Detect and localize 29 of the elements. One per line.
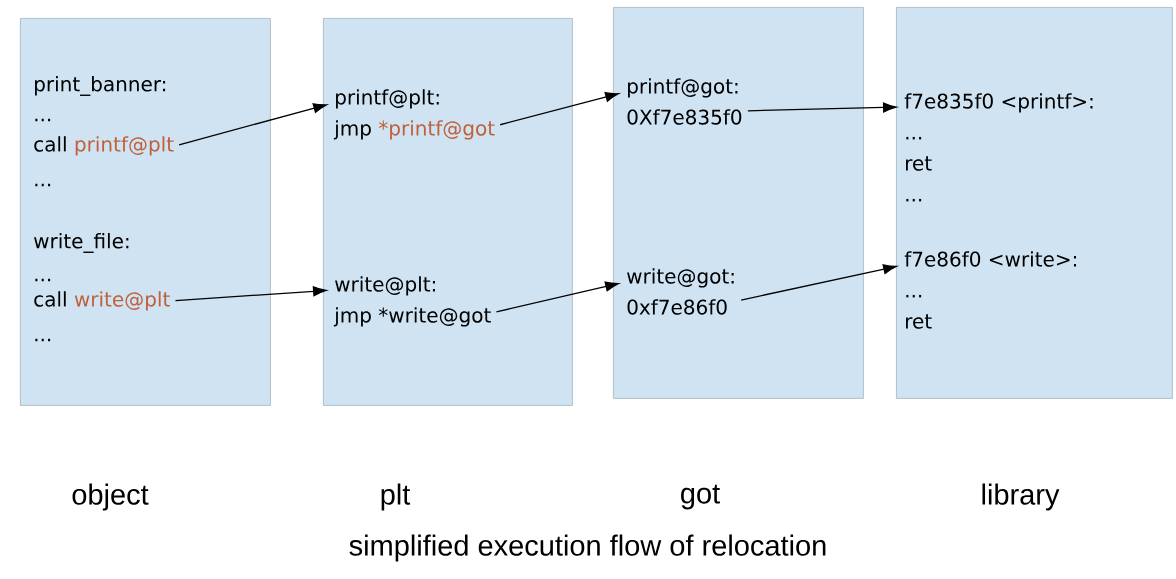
- column-box: [323, 18, 573, 406]
- arrow: [495, 281, 619, 313]
- code-text: printf@plt: jmp *printf@got: [333, 89, 495, 140]
- code-text: printf@got: 0Xf7e835f0: [627, 78, 742, 125]
- column-box: [613, 7, 864, 399]
- column-box: [896, 7, 1173, 399]
- code-label: ...: [35, 183, 51, 187]
- arrow: [747, 102, 897, 113]
- code-text: call printf@plt: [34, 136, 174, 156]
- arrow: [178, 103, 327, 146]
- arrow: [174, 286, 327, 302]
- code-label: print_banner:: [35, 76, 166, 96]
- column-label: plt: [381, 483, 411, 511]
- code-text: f7e86f0 <write>: ... ret: [904, 251, 1076, 329]
- code-text: write@got: 0xf7e86f0: [627, 268, 734, 315]
- code-label: ...: [35, 118, 51, 122]
- code-text: call write@plt: [34, 291, 170, 311]
- code-text: f7e835f0 <printf>: ... ret ...: [904, 93, 1093, 202]
- caption: simplified execution flow of relocation: [349, 534, 826, 562]
- column-label: library: [982, 483, 1060, 511]
- code-label: ...: [35, 278, 51, 282]
- code-label: write_file:: [34, 233, 129, 253]
- code-text: write@plt: jmp *write@got: [333, 276, 491, 327]
- column-box: [20, 18, 271, 406]
- arrow: [499, 92, 619, 126]
- column-label: object: [72, 483, 149, 511]
- code-label: ...: [35, 338, 51, 342]
- arrow: [740, 264, 897, 301]
- column-label: got: [681, 484, 720, 510]
